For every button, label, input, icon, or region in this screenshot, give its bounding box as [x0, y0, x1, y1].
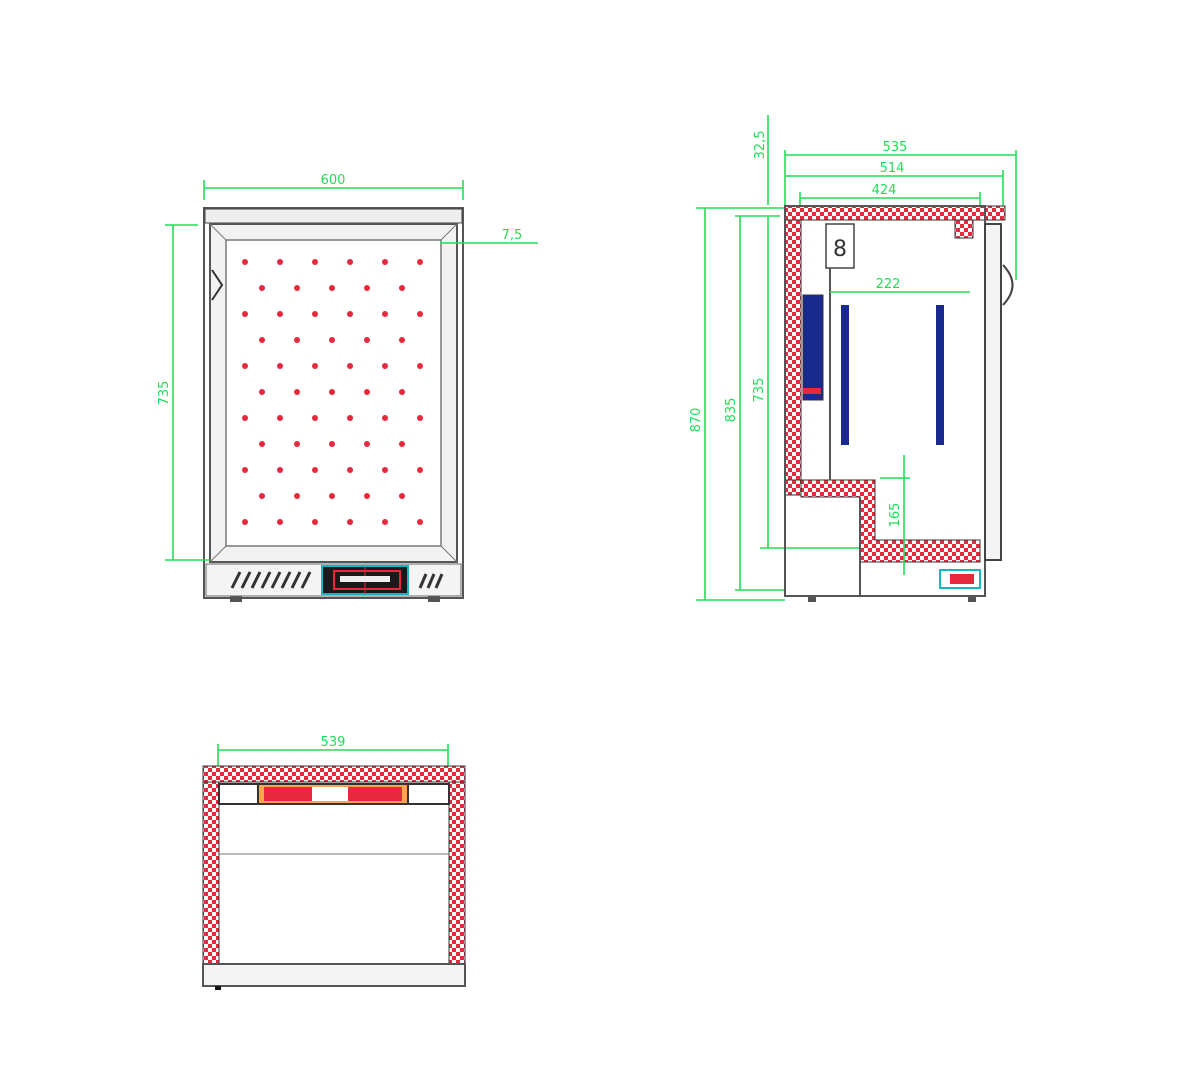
side-handle-icon — [1002, 264, 1014, 306]
side-door-profile — [984, 223, 1002, 561]
controller-panel — [321, 565, 409, 595]
front-width-dimension: 600 — [203, 173, 464, 200]
front-cabinet-outline — [203, 207, 464, 599]
front-width-label: 600 — [321, 173, 346, 188]
top-section-view: 539 — [202, 735, 466, 990]
vent-grille-right — [418, 573, 444, 589]
side-height-dimensions: 870 835 735 — [689, 207, 870, 601]
svg-text:8: 8 — [833, 237, 847, 262]
shelf-spacing-label: 222 — [876, 277, 901, 292]
overall-depth-label: 535 — [883, 140, 908, 155]
top-width-label: 539 — [321, 735, 346, 750]
inner-height-label: 735 — [752, 378, 767, 403]
step-height-label: 165 — [888, 503, 903, 528]
vent-grille-left — [230, 571, 312, 589]
front-gap-dimension: 7,5 — [440, 228, 538, 244]
shelf-spacing-dimension: 222 — [830, 277, 970, 293]
foot-right — [428, 596, 440, 602]
door-handle-icon — [211, 269, 224, 301]
shelf-2 — [936, 305, 944, 445]
top-heater-strip — [257, 783, 409, 805]
evaporator-housing — [825, 223, 855, 269]
side-depth-dimensions: 535 514 424 32,5 — [753, 115, 1017, 280]
top-door-profile — [202, 963, 466, 987]
front-door-height-dimension: 735 — [157, 224, 210, 561]
evaporator-coil — [802, 294, 824, 401]
foot-left — [230, 596, 242, 602]
front-gap-label: 7,5 — [502, 228, 523, 243]
body-height-label: 835 — [724, 398, 739, 423]
step-height-dimension: 165 — [880, 455, 910, 575]
side-cabinet-outline — [784, 205, 986, 597]
top-offset-label: 32,5 — [753, 131, 768, 160]
side-view: 535 514 424 32,5 870 835 735 — [689, 115, 1017, 602]
inner-depth-label: 424 — [872, 183, 897, 198]
front-door-height-label: 735 — [157, 381, 172, 406]
overall-height-label: 870 — [689, 408, 704, 433]
front-view: 600 — [157, 173, 538, 602]
body-depth-label: 514 — [880, 161, 905, 176]
shelf-1 — [841, 305, 849, 445]
glass-pattern — [242, 259, 423, 525]
